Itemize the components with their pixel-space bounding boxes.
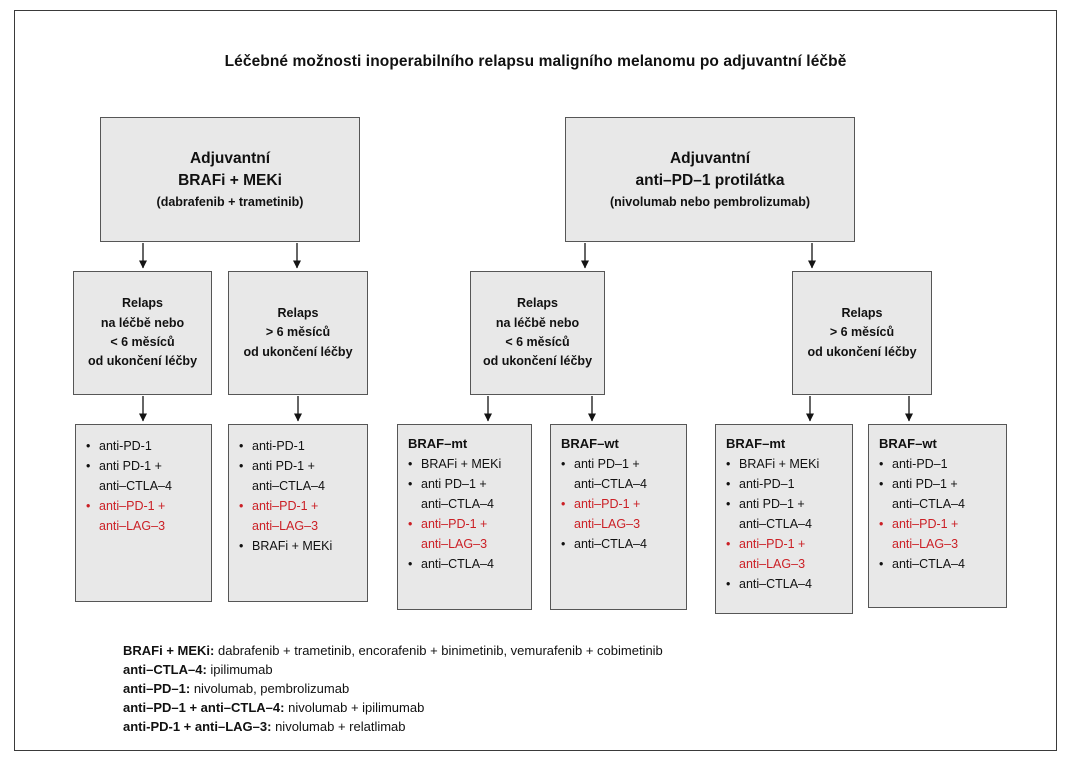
bullet-icon: • — [239, 459, 244, 473]
treatment-option: • anti PD–1 + anti–CTLA–4 — [561, 454, 682, 494]
legend-entry: BRAFi + MEKi: dabrafenib + trametinib, e… — [123, 643, 663, 658]
options-box-1: • anti-PD-1 • anti PD-1 + anti–CTLA–4 • … — [75, 424, 212, 602]
abbreviation-legend: BRAFi + MEKi: dabrafenib + trametinib, e… — [123, 641, 663, 736]
treatment-option: • anti–CTLA–4 — [879, 554, 1002, 574]
treatment-option: • anti–PD-1 + anti–LAG–3 — [726, 534, 848, 574]
legend-entry: anti–PD–1 + anti–CTLA–4: nivolumab + ipi… — [123, 700, 425, 715]
bullet-icon: • — [726, 537, 731, 551]
bullet-icon: • — [408, 557, 413, 571]
bullet-icon: • — [726, 457, 731, 471]
bullet-icon: • — [239, 499, 244, 513]
relapse-text-line: > 6 měsíců — [829, 325, 895, 340]
options-box-braf-wt-late: BRAF–wt • anti-PD–1 • anti PD–1 + anti–C… — [868, 424, 1007, 608]
relapse-late-box-right: Relaps > 6 měsíců od ukončení léčby — [792, 271, 932, 395]
braf-status-header: BRAF–wt — [561, 436, 619, 451]
therapy-name: BRAFi + MEKi — [178, 172, 282, 190]
relapse-text-line: od ukončení léčby — [87, 354, 198, 369]
relapse-text-line: na léčbě nebo — [100, 315, 185, 330]
treatment-option: • anti–CTLA–4 — [408, 554, 527, 574]
treatment-option: • anti PD–1 + anti–CTLA–4 — [726, 494, 848, 534]
options-box-2: • anti-PD-1 • anti PD-1 + anti–CTLA–4 • … — [228, 424, 368, 602]
therapy-drugs: (nivolumab nebo pembrolizumab) — [609, 194, 810, 209]
bullet-icon: • — [86, 439, 91, 453]
relapse-text-line: < 6 měsíců — [110, 335, 175, 349]
treatment-option: • anti-PD-1 — [239, 436, 363, 456]
therapy-drugs: (dabrafenib + trametinib) — [156, 194, 304, 209]
relapse-text-line: > 6 měsíců — [265, 325, 331, 340]
treatment-option: • anti–CTLA–4 — [561, 534, 682, 554]
treatment-option: • anti-PD–1 — [879, 454, 1002, 474]
relapse-early-box-right: Relaps na léčbě nebo < 6 měsíců od ukončení… — [470, 271, 605, 395]
relapse-text-line: od ukončení léčby — [482, 354, 593, 369]
relapse-text-line: Relaps — [517, 296, 558, 311]
braf-status-header: BRAF–wt — [879, 436, 937, 451]
braf-status-header: BRAF–mt — [726, 436, 786, 451]
relapse-early-box-left: Relaps na léčbě nebo < 6 měsíců od ukončení… — [73, 271, 212, 395]
bullet-icon: • — [561, 497, 566, 511]
legend-entry: anti–PD–1: nivolumab, pembrolizumab — [123, 681, 350, 696]
adjuvant-label: Adjuvantní — [189, 149, 271, 167]
relapse-text-line: od ukončení léčby — [807, 344, 917, 359]
bullet-icon: • — [86, 499, 91, 513]
bullet-icon: • — [726, 477, 731, 491]
treatment-option: • BRAFi + MEKi — [239, 536, 363, 556]
relapse-text-line: Relaps — [122, 296, 163, 311]
bullet-icon: • — [239, 539, 244, 553]
bullet-icon: • — [879, 477, 884, 491]
bullet-icon: • — [726, 497, 731, 511]
treatment-option: • anti–PD-1 + anti–LAG–3 — [879, 514, 1002, 554]
relapse-late-box-left: Relaps > 6 měsíců od ukončení léčby — [228, 271, 368, 395]
bullet-icon: • — [239, 439, 244, 453]
treatment-option: • anti–PD-1 + anti–LAG–3 — [239, 496, 363, 536]
bullet-icon: • — [408, 457, 413, 471]
treatment-option: • anti-PD-1 — [86, 436, 207, 456]
adjuvant-label: Adjuvantní — [669, 149, 751, 167]
treatment-option: • BRAFi + MEKi — [408, 454, 527, 474]
bullet-icon: • — [879, 457, 884, 471]
adjuvant-anti-pd1-box: Adjuvantní anti–PD–1 protilátka (nivolum… — [565, 117, 855, 242]
adjuvant-brafi-meki-box: Adjuvantní BRAFi + MEKi (dabrafenib + tr… — [100, 117, 360, 242]
bullet-icon: • — [879, 517, 884, 531]
bullet-icon: • — [86, 459, 91, 473]
treatment-option: • anti PD-1 + anti–CTLA–4 — [239, 456, 363, 496]
options-box-braf-mt-late: BRAF–mt • BRAFi + MEKi • anti-PD–1 • ant… — [715, 424, 853, 614]
bullet-icon: • — [561, 457, 566, 471]
options-box-braf-mt-early: BRAF–mt • BRAFi + MEKi • anti PD–1 + ant… — [397, 424, 532, 610]
diagram-title: Léčebné možnosti inoperabilního relapsu … — [224, 53, 847, 70]
options-box-braf-wt-early: BRAF–wt • anti PD–1 + anti–CTLA–4 • anti… — [550, 424, 687, 610]
relapse-text-line: Relaps — [841, 305, 883, 320]
bullet-icon: • — [726, 577, 731, 591]
treatment-option: • BRAFi + MEKi — [726, 454, 848, 474]
legend-entry: anti–CTLA–4: ipilimumab — [123, 662, 273, 677]
braf-status-header: BRAF–mt — [408, 436, 468, 451]
treatment-option: • anti–CTLA–4 — [726, 574, 848, 594]
bullet-icon: • — [879, 557, 884, 571]
treatment-option: • anti PD-1 + anti–CTLA–4 — [86, 456, 207, 496]
treatment-option: • anti-PD–1 — [726, 474, 848, 494]
relapse-text-line: < 6 měsíců — [505, 335, 570, 349]
bullet-icon: • — [408, 477, 413, 491]
treatment-option: • anti–PD-1 + anti–LAG–3 — [86, 496, 207, 536]
legend-entry: anti-PD-1 + anti–LAG–3: nivolumab + rela… — [123, 719, 406, 734]
bullet-icon: • — [408, 517, 413, 531]
relapse-text-line: Relaps — [277, 305, 319, 320]
therapy-name: anti–PD–1 protilátka — [635, 172, 785, 190]
relapse-text-line: od ukončení léčby — [243, 344, 353, 359]
relapse-text-line: na léčbě nebo — [495, 315, 580, 330]
treatment-option: • anti PD–1 + anti–CTLA–4 — [408, 474, 527, 514]
treatment-option: • anti PD–1 + anti–CTLA–4 — [879, 474, 1002, 514]
treatment-option: • anti–PD-1 + anti–LAG–3 — [561, 494, 682, 534]
treatment-option: • anti–PD-1 + anti–LAG–3 — [408, 514, 527, 554]
bullet-icon: • — [561, 537, 566, 551]
